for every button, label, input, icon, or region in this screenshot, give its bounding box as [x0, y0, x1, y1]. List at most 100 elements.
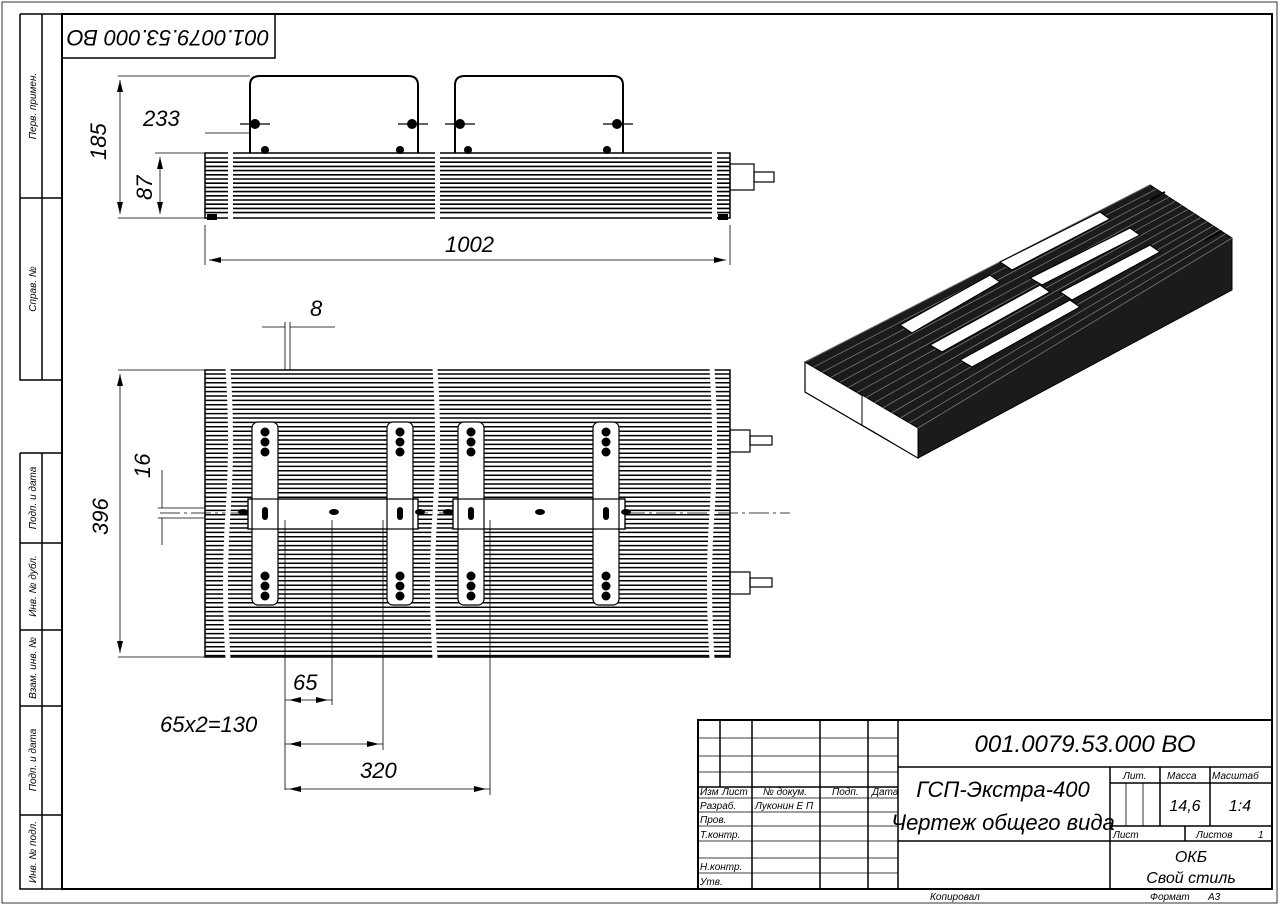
dim-65: 65	[293, 670, 318, 695]
header-izm: Изм	[700, 787, 719, 798]
org-name: ОКБ	[1175, 849, 1207, 866]
mounting-bar-outline	[452, 498, 626, 530]
dimension-arrows	[117, 80, 726, 792]
break-line	[707, 368, 717, 659]
mounting-hole	[466, 571, 476, 581]
sheets-label: Листов	[1195, 830, 1232, 841]
developer-name: Луконин Е П	[754, 801, 814, 812]
dim-130: 65x2=130	[160, 712, 258, 737]
format-label: Формат	[1150, 892, 1190, 903]
mounting-hole	[260, 581, 270, 591]
mounting-hole	[395, 571, 405, 581]
slot	[603, 507, 609, 520]
iso-rib	[839, 200, 1176, 383]
role-label: Н.контр.	[700, 862, 742, 873]
mounting-hole	[601, 447, 611, 457]
dim-87: 87	[132, 175, 157, 200]
scale-value: 1:4	[1229, 798, 1251, 815]
mass-value: 14,6	[1169, 798, 1200, 815]
title-block: 001.0079.53.000 ВО ГСП-Экстра-400 Чертеж…	[697, 719, 1273, 903]
svg-text:001.0079.53.000 ВО: 001.0079.53.000 ВО	[67, 25, 270, 50]
header-sign: Подп.	[832, 787, 859, 798]
mounting-hole	[601, 591, 611, 601]
side-label: Подп. и дата	[28, 728, 39, 791]
role-label: Т.контр.	[700, 830, 740, 841]
break-line	[228, 152, 233, 219]
doc-code: 001.0079.53.000 ВО	[975, 731, 1196, 758]
iso-rib	[830, 196, 1170, 378]
break-line	[223, 368, 233, 659]
mounting-hole	[260, 427, 270, 437]
copied-label: Копировал	[930, 892, 980, 903]
lit-label: Лит.	[1122, 771, 1146, 782]
mounting-hole	[395, 437, 405, 447]
role-label: Разраб.	[700, 800, 736, 812]
dimensions	[118, 75, 731, 795]
header-list: Лист	[721, 787, 748, 798]
break-line	[435, 152, 440, 219]
slot	[262, 507, 268, 520]
slot	[443, 509, 453, 515]
scale-label: Масштаб	[1212, 770, 1259, 782]
top-view	[204, 75, 775, 220]
plan-view	[160, 368, 790, 659]
drawing-frame	[61, 13, 1273, 890]
header-doc-no: № докум.	[763, 787, 807, 798]
mounting-hole	[395, 591, 405, 601]
mounting-hole	[466, 437, 476, 447]
product-name: ГСП-Экстра-400	[916, 777, 1090, 802]
rotated-code-stamp: 001.0079.53.000 ВО	[61, 13, 276, 59]
mounting-hole	[395, 427, 405, 437]
sheets-value: 1	[1258, 830, 1264, 841]
side-strip: Перв. примен. Справ. № Подп. и дата Инв.…	[19, 13, 62, 890]
slot	[415, 509, 425, 515]
mounting-hole	[260, 591, 270, 601]
slot	[238, 509, 248, 515]
cable-gland	[729, 163, 755, 191]
iso-rib	[900, 229, 1220, 419]
slot	[329, 509, 339, 515]
iso-rib	[909, 233, 1226, 424]
mounting-hole	[466, 591, 476, 601]
side-label: Подп. и дата	[28, 466, 39, 529]
mounting-hole	[466, 427, 476, 437]
slot	[468, 507, 474, 520]
mounting-hole	[601, 427, 611, 437]
mounting-bar-outline	[247, 498, 419, 530]
dim-396: 396	[88, 498, 113, 535]
mounting-hole	[260, 437, 270, 447]
mounting-hole	[260, 571, 270, 581]
dim-8: 8	[310, 296, 323, 321]
dim-320: 320	[360, 758, 397, 783]
mounting-hole	[601, 437, 611, 447]
slot	[397, 507, 403, 520]
mounting-hole	[466, 581, 476, 591]
dim-16: 16	[130, 453, 155, 478]
role-label: Пров.	[700, 815, 726, 826]
break-line	[430, 368, 440, 659]
mounting-hole	[466, 447, 476, 457]
doc-title: Чертеж общего вида	[891, 810, 1114, 835]
slot	[621, 509, 631, 515]
side-label: Инв. № подл.	[28, 821, 39, 883]
mounting-hole	[395, 581, 405, 591]
dim-185: 185	[86, 123, 111, 160]
format-value: А3	[1207, 892, 1221, 903]
mounting-hole	[601, 571, 611, 581]
break-line	[712, 152, 717, 219]
role-label: Утв.	[699, 877, 723, 888]
dim-233: 233	[142, 106, 180, 131]
side-label: Взам. инв. №	[28, 637, 39, 699]
mounting-hole	[260, 447, 270, 457]
mass-label: Масса	[1167, 771, 1197, 782]
mounting-hole	[395, 447, 405, 457]
dim-1002: 1002	[445, 232, 494, 257]
mounting-hole	[601, 581, 611, 591]
slot	[535, 509, 545, 515]
iso-rib	[917, 237, 1233, 429]
side-label: Перв. примен.	[28, 73, 39, 139]
header-date: Дата	[871, 787, 899, 798]
side-label: Инв. № дубл.	[27, 555, 39, 617]
